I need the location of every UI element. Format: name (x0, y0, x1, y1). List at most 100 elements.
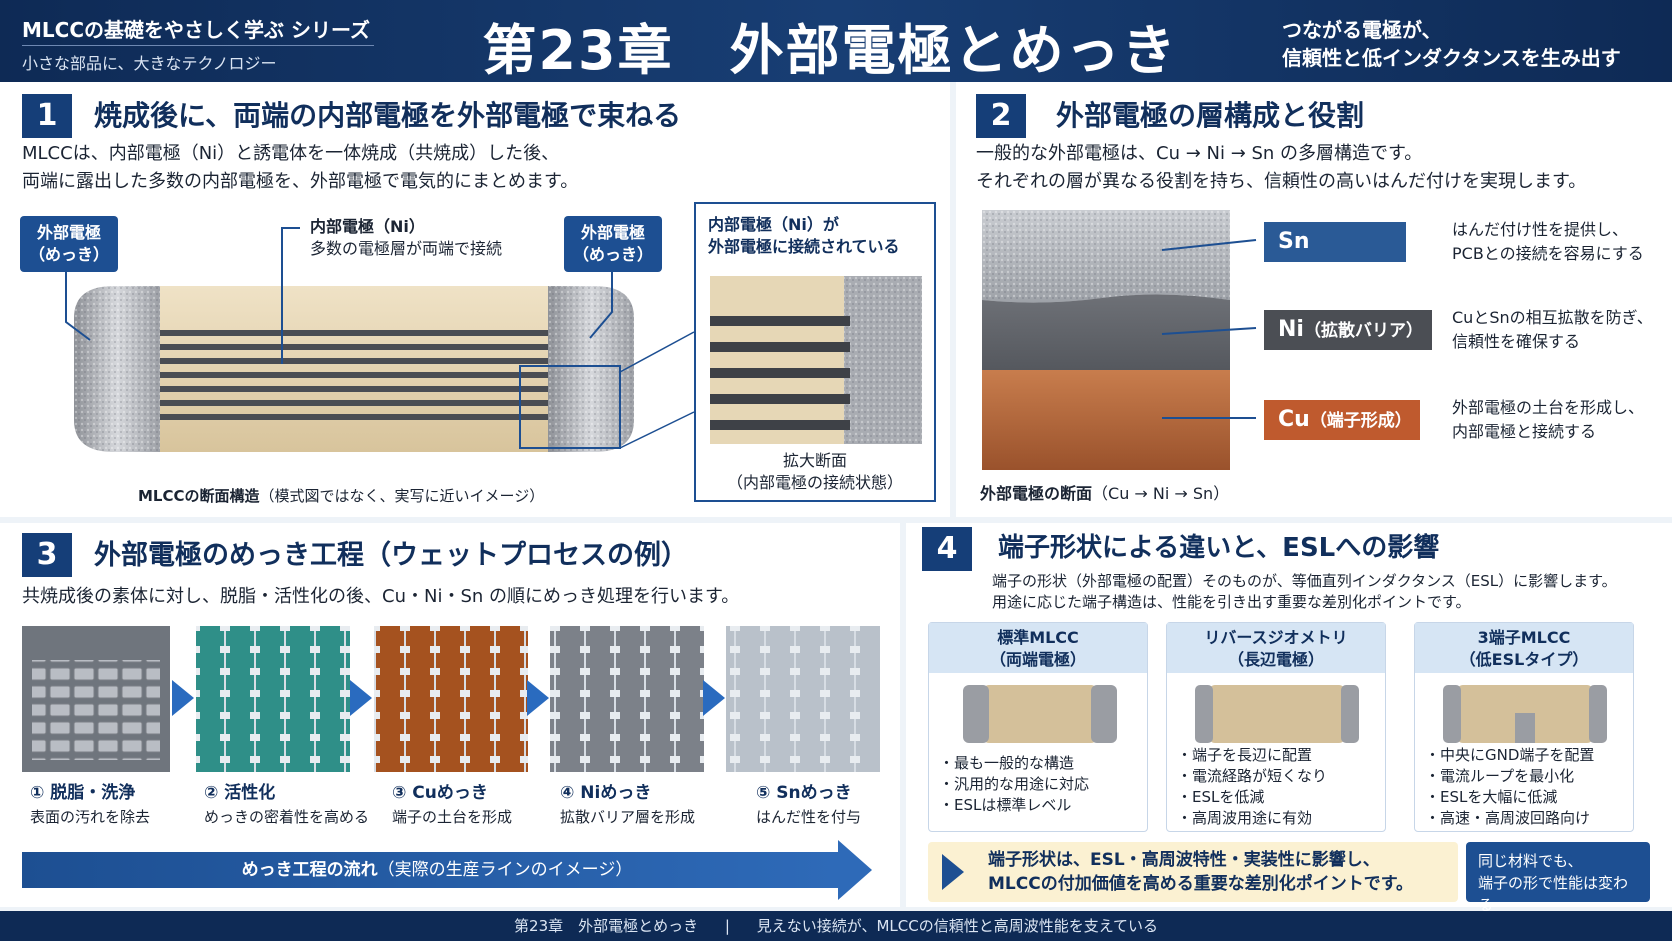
layer-sn-symbol: Sn (1278, 229, 1310, 254)
section3-title: 外部電極のめっき工程（ウェットプロセスの例） (94, 540, 688, 571)
layer-cu-role: （端子形成） (1309, 411, 1412, 431)
flow-label-bold: めっき工程の流れ (241, 860, 378, 880)
card-three-terminal-title: 3端子MLCC (1477, 628, 1571, 647)
card-standard-list: 最も一般的な構造 汎用的な用途に対応 ESLは標準レベル (953, 753, 1089, 816)
section1-photo-caption: MLCCの断面構造（模式図ではなく、実写に近いイメージ） (138, 485, 544, 506)
section4-description: 端子の形状（外部電極の配置）そのものが、等価直列インダクタンス（ESL）に影響し… (992, 571, 1617, 613)
outer-electrode-right-tag: 外部電極 （めっき） (564, 216, 662, 272)
layer-cu-note-line1: 外部電極の土台を形成し、 (1452, 398, 1645, 417)
card-standard-header: 標準MLCC （両端電極） (929, 623, 1147, 673)
electrode-layer-photo (982, 210, 1230, 470)
card-three-terminal-item: 電流ループを最小化 (1439, 766, 1594, 787)
badge-line2: 端子の形で性能は変わる (1478, 874, 1629, 914)
standard-mlcc-image (963, 685, 1117, 743)
outer-electrode-left-tag: 外部電極 （めっき） (20, 216, 118, 272)
summary-box: 端子形状は、ESL・高周波特性・実装性に影響し、 MLCCの付加価値を高める重要… (928, 842, 1458, 902)
summary-text: 端子形状は、ESL・高周波特性・実装性に影響し、 MLCCの付加価値を高める重要… (988, 848, 1413, 896)
step-arrow-3 (527, 680, 549, 716)
section2-photo-caption: 外部電極の断面（Cu → Ni → Sn） (980, 480, 1229, 504)
step3-title: ③ Cuめっき (392, 783, 488, 803)
summary-badge: 同じ材料でも、 端子の形で性能は変わる (1466, 842, 1650, 914)
step4-title: ④ Niめっき (560, 783, 652, 803)
layer-cu-note-line2: 内部電極と接続する (1452, 422, 1597, 441)
card-three-terminal: 3端子MLCC （低ESLタイプ） 中央にGND端子を配置 電流ループを最小化 … (1414, 622, 1634, 832)
footer-message: 見えない接続が、MLCCの信頼性と高周波性能を支えている (756, 917, 1158, 935)
step3-desc: 端子の土台を形成 (392, 808, 513, 826)
section4-desc-line2: 用途に応じた端子構造は、性能を引き出す重要な差別化ポイントです。 (992, 593, 1471, 611)
zoom-label-line2: 外部電極に接続されている (708, 237, 900, 256)
process-flow-bar (22, 852, 838, 888)
section1-caption-bold: MLCCの断面構造 (138, 487, 260, 505)
process-step-images (22, 626, 880, 772)
outer-electrode-left-line2: （めっき） (28, 245, 109, 264)
section2-desc-line1: 一般的な外部電極は、Cu → Ni → Sn の多層構造です。 (976, 143, 1423, 164)
zoom-caption-line1: 拡大断面 (782, 451, 847, 470)
step2-desc: めっきの密着性を高める (204, 808, 370, 826)
outer-electrode-right-line1: 外部電極 (580, 223, 645, 242)
layer-sn-note: はんだ付け性を提供し、 PCBとの接続を容易にする (1452, 218, 1644, 266)
card-three-terminal-item: ESLを大幅に低減 (1439, 787, 1594, 808)
section4-number: 4 (922, 527, 972, 571)
card-three-terminal-header: 3端子MLCC （低ESLタイプ） (1415, 623, 1633, 673)
section2-panel: 2 外部電極の層構成と役割 一般的な外部電極は、Cu → Ni → Sn の多層… (956, 82, 1672, 517)
card-standard-item: 汎用的な用途に対応 (953, 774, 1089, 795)
footer-chapter: 第23章 外部電極とめっき (514, 917, 699, 935)
card-reverse-item: 電流経路が短くなり (1191, 766, 1327, 787)
reverse-geometry-mlcc-image (1195, 685, 1359, 743)
inner-electrode-label: 内部電極（Ni） 多数の電極層が両端で接続 (310, 216, 502, 260)
section2-title: 外部電極の層構成と役割 (1056, 99, 1365, 132)
zoom-inset-box: 内部電極（Ni）が 外部電極に接続されている 拡大断面 （内部電極の接続状態） (694, 202, 936, 502)
footer-separator: | (724, 917, 730, 935)
step-arrow-1 (172, 680, 194, 716)
section2-desc-line2: それぞれの層が異なる役割を持ち、信頼性の高いはんだ付けを実現します。 (976, 171, 1587, 192)
step-arrow-2 (350, 680, 372, 716)
step1-desc: 表面の汚れを除去 (30, 808, 151, 826)
card-three-terminal-list: 中央にGND端子を配置 電流ループを最小化 ESLを大幅に低減 高速・高周波回路… (1439, 745, 1594, 829)
zoom-inset-caption: 拡大断面 （内部電極の接続状態） (696, 450, 934, 494)
layer-pointer-lines (1161, 239, 1257, 419)
card-reverse-item: ESLを低減 (1191, 787, 1327, 808)
layer-sn-tag: Sn（はんだ性） (1264, 222, 1406, 293)
section1-caption-rest: （模式図ではなく、実写に近いイメージ） (259, 487, 545, 505)
series-title: MLCCの基礎をやさしく学ぶ シリーズ (22, 18, 370, 42)
section2-description: 一般的な外部電極は、Cu → Ni → Sn の多層構造です。 それぞれの層が異… (976, 140, 1586, 196)
mlcc-cross-section-image (74, 286, 634, 452)
layer-cu-tag: Cu（端子形成） (1264, 400, 1420, 440)
layer-ni-symbol: Ni (1278, 317, 1304, 342)
card-reverse-header: リバースジオメトリ （長辺電極） (1167, 623, 1385, 673)
step2-title: ② 活性化 (204, 783, 276, 803)
card-three-terminal-item: 高速・高周波回路向け (1439, 808, 1594, 829)
section1-desc-line1: MLCCは、内部電極（Ni）と誘電体を一体焼成（共焼成）した後、 (22, 143, 560, 164)
series-tagline: 小さな部品に、大きなテクノロジー (22, 54, 277, 73)
step-arrow-4 (703, 680, 725, 716)
card-reverse-item: 高周波用途に有効 (1191, 808, 1327, 829)
layer-sn-note-line2: PCBとの接続を容易にする (1452, 244, 1644, 263)
card-three-terminal-subtitle: （低ESLタイプ） (1459, 650, 1589, 669)
step1-title: ① 脱脂・洗浄 (30, 783, 136, 803)
card-standard-title: 標準MLCC (997, 628, 1079, 647)
summary-line1: 端子形状は、ESL・高周波特性・実装性に影響し、 (988, 850, 1380, 870)
subtitle-line1: つながる電極が、 (1282, 18, 1442, 42)
subtitle-line2: 信頼性と低インダクタンスを生み出す (1282, 46, 1621, 70)
card-reverse-geometry: リバースジオメトリ （長辺電極） 端子を長辺に配置 電流経路が短くなり ESLを… (1166, 622, 1386, 832)
card-reverse-subtitle: （長辺電極） (1227, 650, 1324, 669)
section2-number: 2 (976, 94, 1026, 138)
card-standard-subtitle: （両端電極） (989, 650, 1086, 669)
step4-desc: 拡散バリア層を形成 (560, 808, 696, 826)
layer-cu-symbol: Cu (1278, 407, 1310, 432)
card-three-terminal-item: 中央にGND端子を配置 (1439, 745, 1594, 766)
section4-title: 端子形状による違いと、ESLへの影響 (998, 533, 1440, 563)
layer-ni-tag: Ni（拡散バリア） (1264, 310, 1432, 350)
header-divider (22, 45, 374, 46)
chapter-subtitle: つながる電極が、 信頼性と低インダクタンスを生み出す (1282, 16, 1621, 72)
card-standard-item: 最も一般的な構造 (953, 753, 1089, 774)
card-reverse-title: リバースジオメトリ (1204, 628, 1348, 647)
layer-ni-note: CuとSnの相互拡散を防ぎ、 信頼性を確保する (1452, 306, 1653, 354)
step5-desc: はんだ性を付与 (756, 808, 862, 826)
section4-desc-line1: 端子の形状（外部電極の配置）そのものが、等価直列インダクタンス（ESL）に影響し… (992, 572, 1617, 590)
card-reverse-item: 端子を長辺に配置 (1191, 745, 1327, 766)
section2-caption-rest: （Cu → Ni → Sn） (1092, 484, 1230, 503)
layer-ni-note-line2: 信頼性を確保する (1452, 332, 1581, 351)
card-reverse-list: 端子を長辺に配置 電流経路が短くなり ESLを低減 高周波用途に有効 (1191, 745, 1327, 829)
section3-number: 3 (22, 533, 72, 577)
